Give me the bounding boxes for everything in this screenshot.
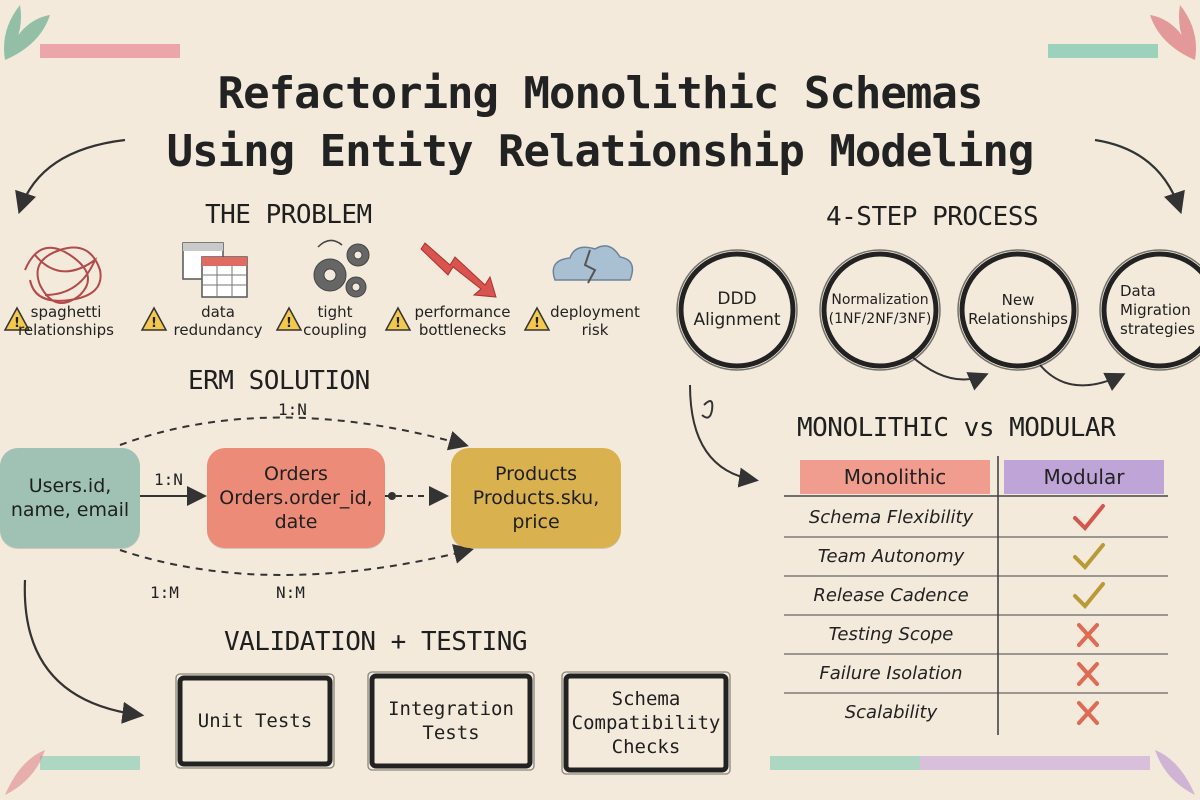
down-trend-arrow-icon [420, 242, 497, 298]
step-new-relationships: New Relationships [968, 291, 1068, 328]
svg-text:!: ! [286, 316, 292, 331]
title-line-1: Refactoring Monolithic Schemas [217, 68, 984, 119]
validation-box-frame-1 [175, 673, 335, 769]
problem-item-coupling: tight coupling [303, 303, 367, 339]
relation-label-top: 1:N [278, 400, 307, 419]
row-testing-scope: Testing Scope [828, 624, 954, 645]
validation-heading: VALIDATION + TESTING [224, 627, 528, 657]
erm-arc-top [119, 416, 469, 451]
erm-connector-dot [388, 492, 396, 500]
svg-text:!: ! [14, 316, 20, 331]
check-icon [1073, 543, 1105, 570]
erm-heading: ERM SOLUTION [188, 366, 370, 396]
column-monolithic: Monolithic [843, 465, 947, 489]
process-heading: 4-STEP PROCESS [826, 202, 1039, 232]
curved-arrow-to-table [689, 384, 759, 488]
leaf-icon [1150, 5, 1196, 60]
duplicate-tables-icon [182, 242, 248, 298]
column-modular: Modular [1043, 465, 1125, 489]
tape-bottom-mid [770, 756, 920, 770]
step-ddd-alignment: DDD Alignment [693, 289, 781, 330]
title-line-2: Using Entity Relationship Modeling [166, 126, 1035, 177]
warning-icon: ! [275, 306, 303, 331]
warning-icon: ! [140, 306, 168, 331]
row-schema-flexibility: Schema Flexibility [808, 507, 974, 528]
table-grid [784, 456, 1168, 735]
row-scalability: Scalability [844, 702, 938, 723]
validation-unit-tests: Unit Tests [197, 710, 313, 732]
tape-top-left [40, 44, 180, 58]
tape-bottom-right [920, 756, 1150, 770]
process-arrow-1 [909, 354, 989, 391]
step-circle-1 [676, 249, 798, 371]
validation-box-frame-3 [561, 671, 731, 775]
step-circle-4 [1099, 249, 1200, 371]
comparison-heading: MONOLITHIC vs MODULAR [797, 413, 1116, 443]
step-circle-2 [819, 249, 941, 371]
cross-icon [1077, 623, 1099, 647]
broken-cloud-icon [552, 245, 634, 284]
curved-arrow-down-left [23, 579, 145, 724]
relation-label-users-orders: 1:N [154, 470, 183, 489]
warning-icon: ! [384, 306, 412, 331]
check-icon [1073, 504, 1105, 531]
row-team-autonomy: Team Autonomy [817, 546, 965, 567]
erm-arc-bottom [119, 544, 474, 576]
svg-text:!: ! [151, 316, 157, 331]
entity-products: Products Products.sku, price [451, 448, 621, 548]
tape-top-right [1048, 44, 1158, 58]
problem-item-spaghetti: spaghetti relationships [18, 303, 114, 339]
gears-icon [313, 239, 370, 298]
relation-label-bottom-left: 1:M [150, 583, 179, 602]
step-circle-3 [957, 249, 1079, 371]
curved-arrow-right [1094, 138, 1185, 215]
problem-item-redundancy: data redundancy [173, 303, 263, 339]
svg-text:!: ! [395, 316, 401, 331]
svg-text:!: ! [534, 316, 540, 331]
cross-icon [1077, 662, 1099, 686]
warning-icon: ! [523, 306, 551, 331]
modular-header-wash [1004, 460, 1164, 494]
problem-heading: THE PROBLEM [205, 200, 372, 230]
relation-label-bottom-mid: N:M [276, 583, 305, 602]
validation-box-frame-2 [367, 671, 535, 771]
row-failure-isolation: Failure Isolation [819, 663, 963, 684]
entity-users: Users.id, name, email [0, 448, 140, 548]
row-release-cadence: Release Cadence [813, 585, 969, 606]
tape-bottom-left [40, 756, 140, 770]
problem-item-bottlenecks: performance bottlenecks [414, 303, 511, 339]
process-arrow-2 [1039, 364, 1126, 391]
check-icon [1073, 582, 1105, 609]
leaf-icon [4, 5, 50, 60]
step-normalization: Normalization (1NF/2NF/3NF) [828, 292, 932, 327]
problem-item-deployment: deployment risk [550, 303, 640, 339]
leaf-icon [1155, 750, 1195, 795]
curved-arrow-left [15, 138, 126, 215]
monolithic-header-wash [800, 460, 990, 494]
warning-icon: ! [3, 306, 31, 331]
loop-squiggle [701, 400, 714, 419]
step-data-migration: Data Migration strategies [1120, 281, 1195, 338]
entity-orders: Orders Orders.order_id, date [207, 448, 385, 548]
cross-icon [1077, 701, 1099, 725]
validation-integration-tests: Integration Tests [388, 698, 514, 744]
tangled-lines-icon [24, 246, 102, 304]
problem-icons: ! ! ! ! ! [3, 239, 634, 331]
validation-schema-checks: Schema Compatibility Checks [571, 688, 721, 758]
leaf-icon [5, 750, 45, 795]
